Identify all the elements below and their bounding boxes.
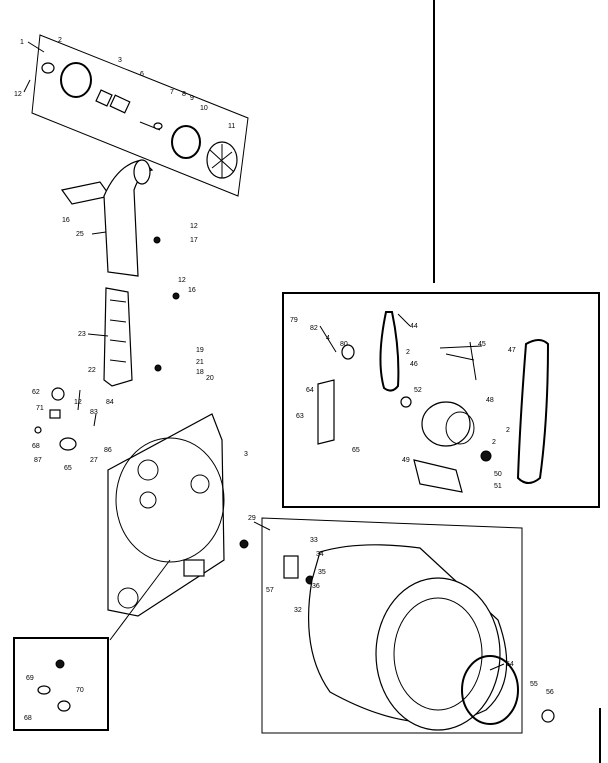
label-29: 29	[248, 515, 256, 522]
label-23: 23	[78, 331, 86, 338]
part-labels: 1 2 3 12 6 7 8 9 10 11 16 25 12 17 12 16…	[14, 37, 554, 722]
label-62: 62	[32, 389, 40, 396]
label-65b: 65	[352, 447, 360, 454]
label-65: 65	[64, 465, 72, 472]
label-27: 27	[90, 457, 98, 464]
label-2b: 2	[406, 349, 410, 356]
label-80: 80	[340, 341, 348, 348]
motor-panel	[282, 292, 600, 508]
label-52: 52	[414, 387, 422, 394]
label-64: 64	[306, 387, 314, 394]
label-45: 45	[478, 341, 486, 348]
label-2: 2	[58, 37, 62, 44]
label-63: 63	[296, 413, 304, 420]
label-16a: 16	[62, 217, 70, 224]
label-21: 21	[196, 359, 204, 366]
label-68b: 68	[24, 715, 32, 722]
drum-group	[261, 517, 555, 734]
label-12c: 12	[178, 277, 186, 284]
label-56: 56	[546, 689, 554, 696]
leader-lines	[23, 41, 505, 671]
left-parts	[34, 387, 97, 451]
label-25: 25	[76, 231, 84, 238]
label-83: 83	[90, 409, 98, 416]
label-71: 71	[36, 405, 44, 412]
lint-housing	[103, 287, 162, 387]
label-36: 36	[312, 583, 320, 590]
label-70: 70	[76, 687, 84, 694]
bulkhead-panel	[107, 413, 249, 617]
label-49: 49	[402, 457, 410, 464]
label-3: 3	[118, 57, 122, 64]
label-19: 19	[196, 347, 204, 354]
exhaust-duct	[60, 159, 180, 300]
label-68: 68	[32, 443, 40, 450]
label-17: 17	[190, 237, 198, 244]
label-84: 84	[106, 399, 114, 406]
blower-group	[31, 34, 249, 197]
inset-box	[13, 637, 109, 731]
label-2c: 2	[506, 427, 510, 434]
label-16b: 16	[188, 287, 196, 294]
label-46: 46	[410, 361, 418, 368]
label-50: 50	[494, 471, 502, 478]
label-22: 22	[88, 367, 96, 374]
label-8: 8	[182, 91, 186, 98]
label-54: 54	[506, 661, 514, 668]
label-86: 86	[104, 447, 112, 454]
label-48: 48	[486, 397, 494, 404]
label-82: 82	[310, 325, 318, 332]
label-33: 33	[310, 537, 318, 544]
label-12d: 12	[74, 399, 82, 406]
label-47: 47	[508, 347, 516, 354]
label-12b: 12	[190, 223, 198, 230]
label-3b: 3	[244, 451, 248, 458]
label-79: 79	[290, 317, 298, 324]
label-44: 44	[410, 323, 418, 330]
label-1: 1	[20, 39, 24, 46]
label-9: 9	[190, 95, 194, 102]
label-2d: 2	[492, 439, 496, 446]
label-32: 32	[294, 607, 302, 614]
label-87: 87	[34, 457, 42, 464]
label-69: 69	[26, 675, 34, 682]
label-55: 55	[530, 681, 538, 688]
label-18: 18	[196, 369, 204, 376]
label-6: 6	[140, 71, 144, 78]
label-10: 10	[200, 105, 208, 112]
label-12: 12	[14, 91, 22, 98]
label-34: 34	[316, 551, 324, 558]
label-51: 51	[494, 483, 502, 490]
label-7: 7	[170, 89, 174, 96]
label-57: 57	[266, 587, 274, 594]
label-35: 35	[318, 569, 326, 576]
label-20: 20	[206, 375, 214, 382]
label-11: 11	[228, 123, 235, 130]
